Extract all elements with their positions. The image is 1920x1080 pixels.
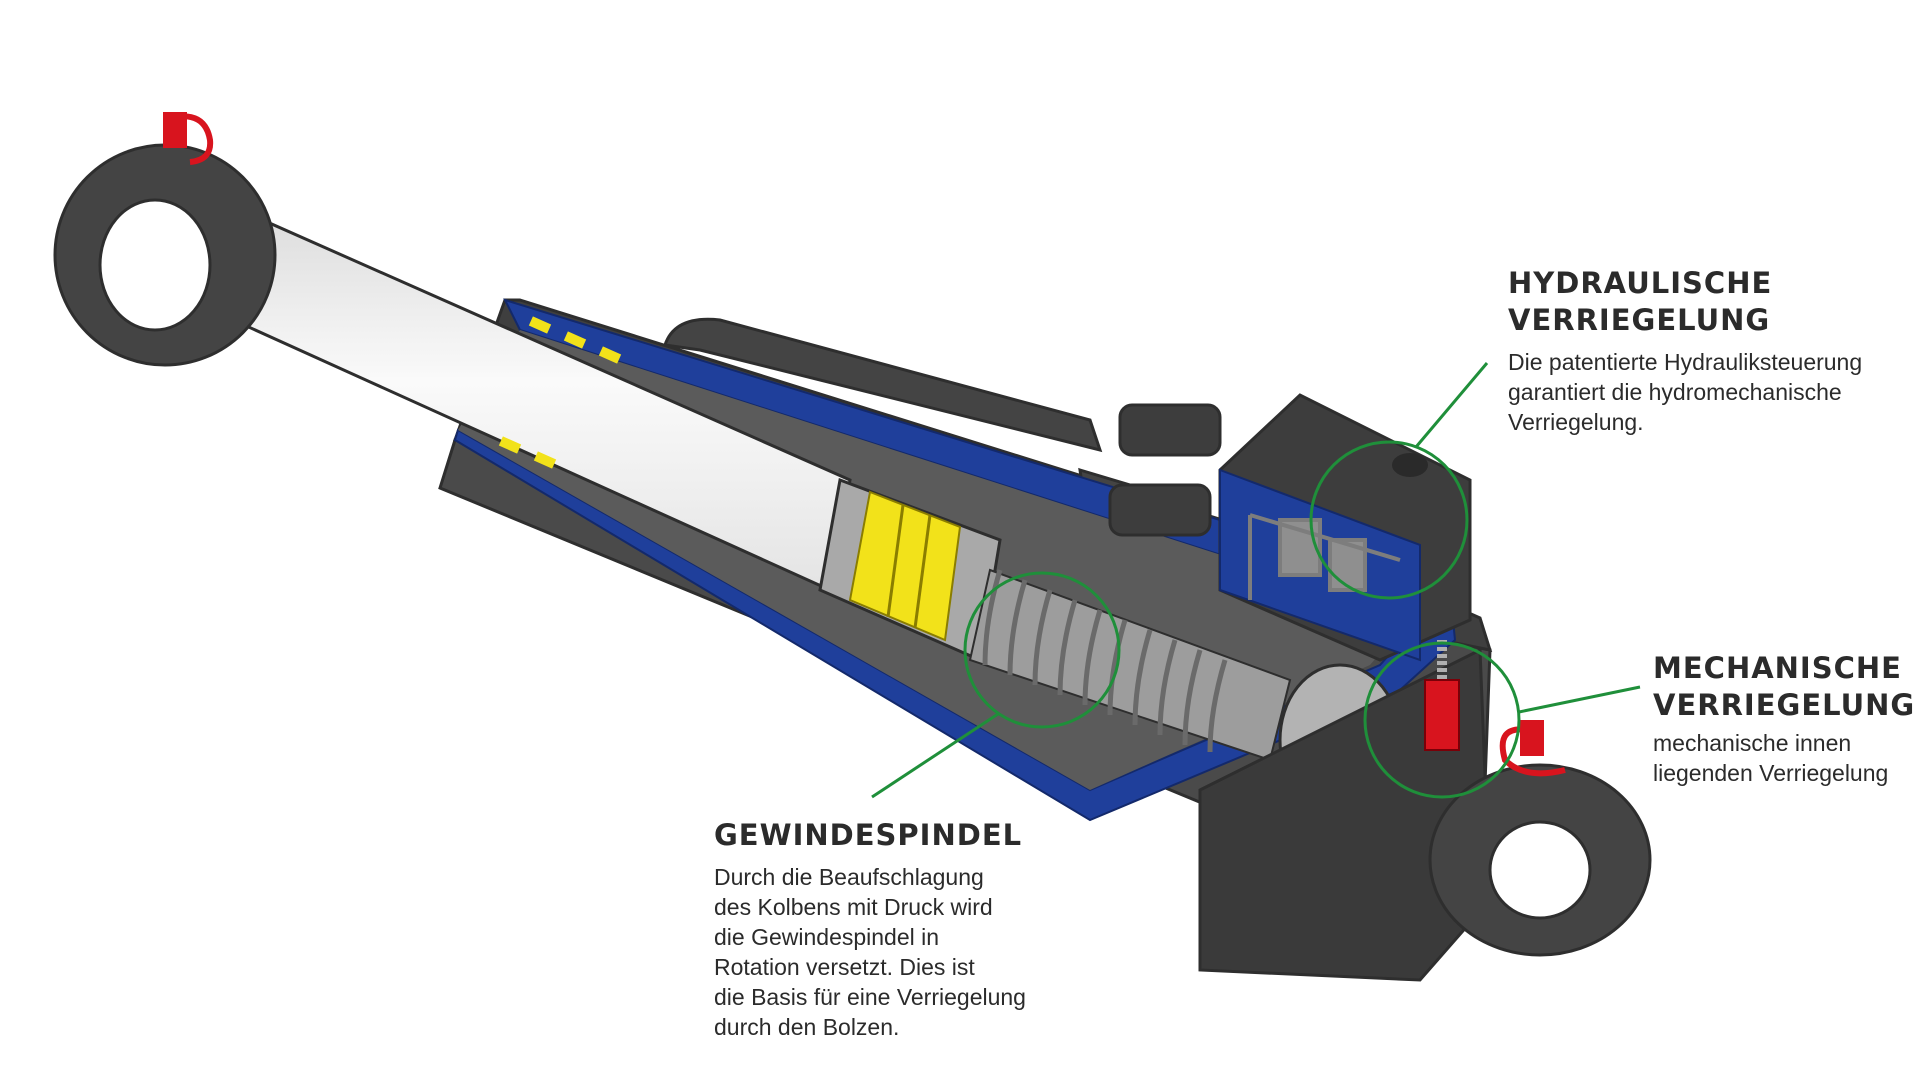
hydraulic-pipe (663, 317, 1103, 453)
spindle-circle (963, 571, 1121, 729)
mechanical-lock-title-line1: MECHANISCHE (1653, 651, 1902, 685)
threaded-spindle-callout: GEWINDESPINDEL Durch die Beaufschlagung … (714, 817, 1074, 1042)
valve-internals (1248, 513, 1401, 600)
hydraulic-lock-title: HYDRAULISCHE VERRIEGELUNG (1508, 265, 1920, 339)
grease-nipple-cap (169, 113, 214, 165)
hydraulic-lock-circle (1309, 440, 1469, 600)
piston-seal-groove (886, 504, 905, 618)
hydraulic-lock-text: Die patentierte Hydrauliksteuerung garan… (1508, 347, 1920, 437)
rod-eye-hole (98, 198, 212, 332)
hydraulic-lock-callout: HYDRAULISCHE VERRIEGELUNG Die patentiert… (1508, 265, 1920, 437)
spindle-threads (982, 569, 1228, 753)
mechanical-lock-text: mechanische innen liegenden Verriegelung (1653, 728, 1920, 788)
threaded-spindle-text-line5: die Basis für eine Verriegelung (714, 984, 1026, 1010)
hydraulic-lock-text-line3: Verriegelung. (1508, 409, 1644, 435)
seal (498, 436, 522, 454)
threaded-spindle-text-line3: die Gewindespindel in (714, 924, 940, 950)
valve-connectors (1108, 403, 1222, 537)
spindle-leader-line (871, 712, 999, 799)
grease-nipple-cap (1499, 726, 1566, 777)
seal (598, 346, 622, 364)
mechanical-lock-text-line1: mechanische innen (1653, 730, 1852, 756)
threaded-spindle-text-line4: Rotation versetzt. Dies ist (714, 954, 975, 980)
hydraulic-lock-text-line1: Die patentierte Hydrauliksteuerung (1508, 349, 1863, 375)
mechanical-lock-callout: MECHANISCHE VERRIEGELUNG mechanische inn… (1653, 650, 1920, 788)
hydraulic-lock-text-line2: garantiert die hydromechanische (1508, 379, 1842, 405)
seal (528, 316, 552, 334)
hydraulic-lock-title-line1: HYDRAULISCHE (1508, 266, 1773, 300)
end-cap (1198, 647, 1492, 982)
threaded-spindle-text-line1: Durch die Beaufschlagung (714, 864, 984, 890)
hydraulic-leader-line (1414, 362, 1489, 448)
mechanical-lock-circle (1363, 641, 1521, 799)
mechanical-lock-title: MECHANISCHE VERRIEGELUNG (1653, 650, 1920, 724)
mechanical-lock-title-line2: VERRIEGELUNG (1653, 688, 1916, 722)
seal (563, 331, 587, 349)
threaded-spindle-text-line6: durch den Bolzen. (714, 1014, 900, 1040)
base-eye-hole (1488, 820, 1592, 920)
mechanical-lock-text-line2: liegenden Verriegelung (1653, 760, 1889, 786)
piston-seal-groove (913, 514, 932, 629)
mechanical-leader-line (1518, 685, 1641, 714)
threaded-spindle-title: GEWINDESPINDEL (714, 818, 1023, 852)
threaded-spindle-text: Durch die Beaufschlagung des Kolbens mit… (714, 862, 1074, 1042)
lock-bolt (1424, 679, 1460, 751)
hydraulic-lock-title-line2: VERRIEGELUNG (1508, 303, 1771, 337)
valve-port (1392, 453, 1428, 477)
seal (533, 451, 557, 469)
threaded-spindle-text-line2: des Kolbens mit Druck wird (714, 894, 993, 920)
grease-nipple (1520, 720, 1544, 756)
